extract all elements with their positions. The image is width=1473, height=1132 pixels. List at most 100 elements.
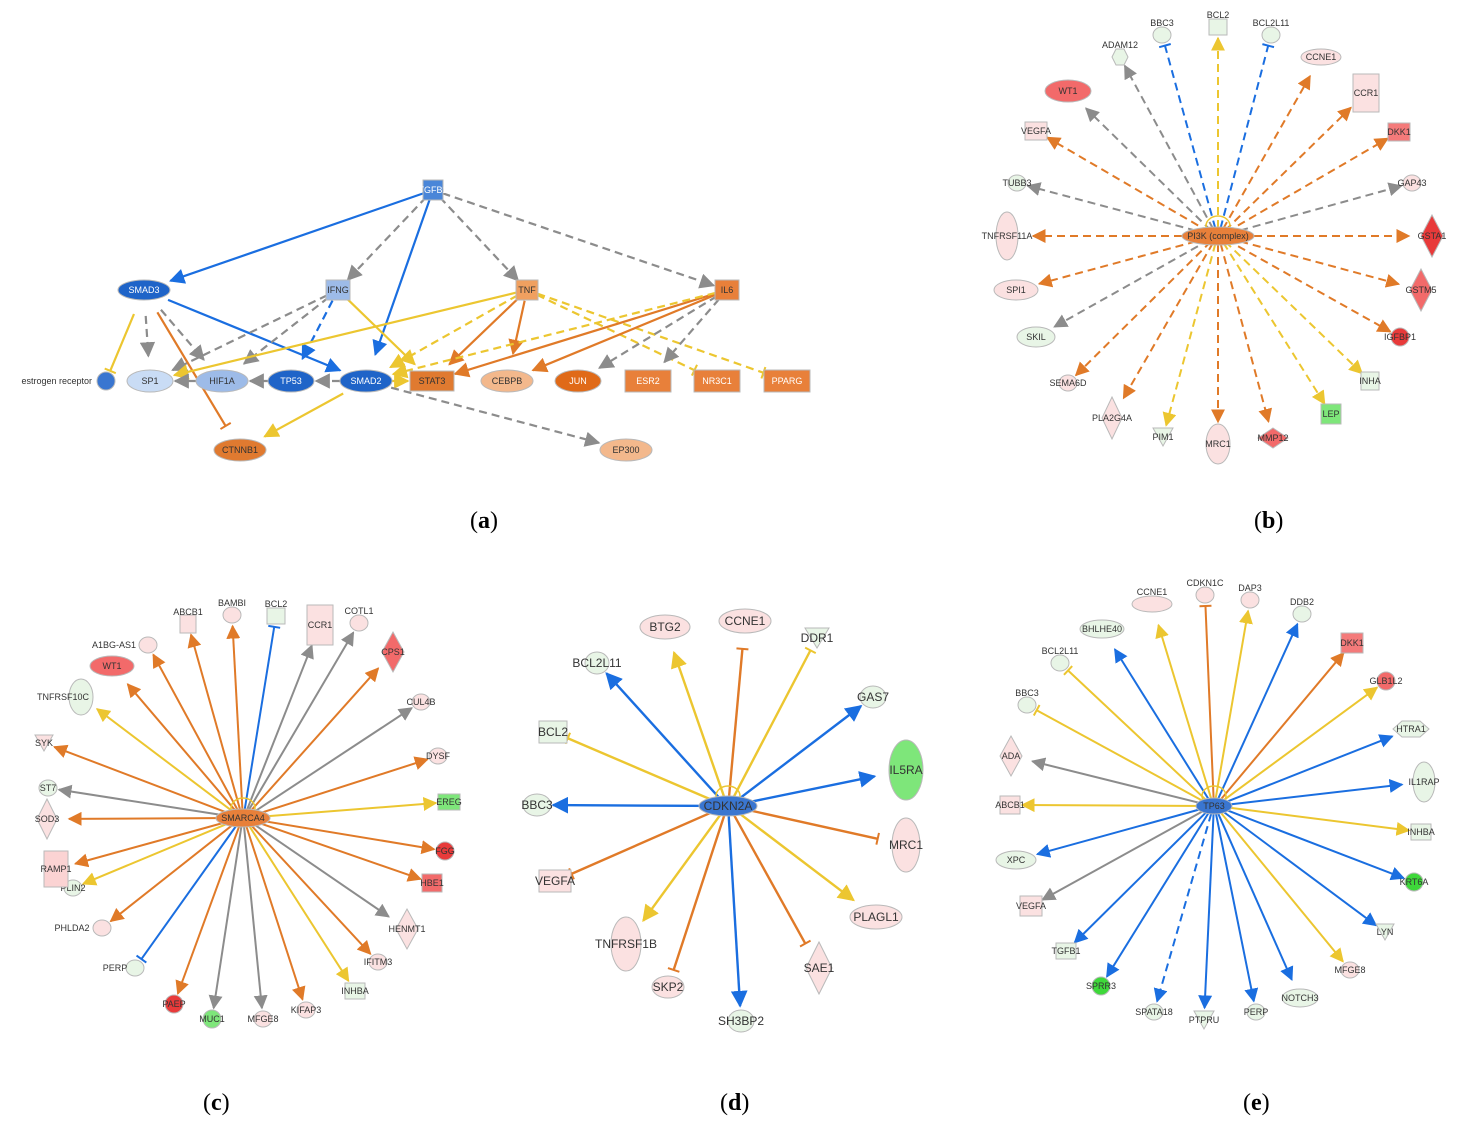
node-c-cotl1[interactable]: COTL1 (344, 606, 374, 632)
node-b-ccne1[interactable]: CCNE1 (1300, 48, 1342, 66)
node-b-tnfrsf11a[interactable]: TNFRSF11A (982, 211, 1033, 261)
node-b-gap43[interactable]: GAP43 (1397, 174, 1427, 192)
node-e-bcl2l11[interactable]: BCL2L11 (1042, 646, 1079, 672)
node-e-spata18[interactable]: SPATA18 (1135, 1003, 1173, 1021)
node-b-bcl2l11[interactable]: BCL2L11 (1253, 18, 1290, 44)
node-b-pim1[interactable]: PIM1 (1152, 427, 1174, 448)
node-d-bcl2l11[interactable]: BCL2L11 (572, 651, 622, 675)
node-e-ptpru[interactable]: PTPRU (1189, 1010, 1220, 1031)
node-a-pparg[interactable]: PPARG (763, 369, 811, 393)
node-c-ifitm3[interactable]: IFITM3 (364, 953, 393, 971)
node-e-krt6a[interactable]: KRT6A (1400, 872, 1429, 892)
node-c-cps1[interactable]: CPS1 (381, 630, 405, 674)
hub-b[interactable]: PI3K (complex) (1181, 226, 1255, 246)
node-e-vegfa[interactable]: VEGFA (1016, 895, 1046, 917)
node-a-nr3c1[interactable]: NR3C1 (693, 369, 741, 393)
hub-d[interactable]: CDKN2A (698, 795, 758, 817)
node-b-skil[interactable]: SKIL (1016, 326, 1056, 348)
node-d-ccne1[interactable]: CCNE1 (718, 608, 772, 634)
node-a-sp1[interactable]: SP1 (126, 369, 174, 393)
node-e-xpc[interactable]: XPC (995, 850, 1037, 870)
node-e-ccne1[interactable]: CCNE1 (1131, 587, 1173, 613)
node-b-vegfa[interactable]: VEGFA (1021, 121, 1051, 141)
node-a-stat3[interactable]: STAT3 (409, 370, 455, 392)
node-d-plagl1[interactable]: PLAGL1 (849, 904, 903, 930)
node-b-spi1[interactable]: SPI1 (993, 279, 1039, 301)
node-a-ifng[interactable]: IFNG (325, 279, 351, 301)
node-a-jun[interactable]: JUN (554, 369, 602, 393)
node-d-bcl2[interactable]: BCL2 (538, 720, 568, 744)
node-c-kifap3[interactable]: KIFAP3 (291, 1001, 322, 1019)
node-c-st7[interactable]: ST7 (38, 779, 58, 797)
node-a-smad3[interactable]: SMAD3 (117, 279, 171, 301)
node-c-wt1[interactable]: WT1 (89, 655, 135, 677)
node-d-bbc3[interactable]: BBC3 (521, 793, 553, 817)
node-a-cebpb[interactable]: CEBPB (480, 369, 534, 393)
node-a-esr2[interactable]: ESR2 (624, 369, 672, 393)
node-b-wt1[interactable]: WT1 (1044, 79, 1092, 103)
node-c-paep[interactable]: PAEP (162, 994, 186, 1014)
node-e-mfge8[interactable]: MFGE8 (1334, 961, 1366, 979)
node-c-ereg[interactable]: EREG (436, 793, 462, 811)
hub-e[interactable]: TP63 (1195, 797, 1233, 815)
node-c-ramp1[interactable]: RAMP1 (40, 850, 72, 888)
node-b-dkk1[interactable]: DKK1 (1387, 122, 1411, 142)
node-a-ep300[interactable]: EP300 (599, 438, 653, 462)
node-a-hif1a[interactable]: HIF1A (195, 369, 249, 393)
node-e-inhba[interactable]: INHBA (1407, 823, 1435, 841)
node-b-bbc3[interactable]: BBC3 (1150, 18, 1174, 44)
node-b-lep[interactable]: LEP (1320, 403, 1342, 425)
node-e-sprr3[interactable]: SPRR3 (1086, 976, 1116, 996)
node-c-hbe1[interactable]: HBE1 (420, 873, 444, 893)
node-e-il1rap[interactable]: IL1RAP (1408, 761, 1440, 803)
node-c-mfge8[interactable]: MFGE8 (247, 1010, 279, 1028)
node-e-ddb2[interactable]: DDB2 (1290, 597, 1314, 623)
node-c-dysf[interactable]: DYSF (426, 747, 451, 765)
node-b-inha[interactable]: INHA (1359, 371, 1381, 391)
node-b-bcl2[interactable]: BCL2 (1207, 10, 1230, 36)
node-b-ccr1[interactable]: CCR1 (1352, 73, 1380, 113)
node-b-gsta1[interactable]: GSTA1 (1418, 213, 1447, 259)
node-d-sh3bp2[interactable]: SH3BP2 (718, 1009, 764, 1033)
node-d-sae1[interactable]: SAE1 (804, 940, 835, 996)
node-e-notch3[interactable]: NOTCH3 (1281, 988, 1319, 1008)
node-d-vegfa[interactable]: VEGFA (535, 869, 575, 893)
node-c-henmt1[interactable]: HENMT1 (388, 907, 426, 951)
node-b-mrc1[interactable]: MRC1 (1205, 423, 1231, 465)
node-b-pla2g4a[interactable]: PLA2G4A (1092, 395, 1132, 441)
node-e-bhlhe40[interactable]: BHLHE40 (1079, 619, 1125, 639)
node-e-tgfb1[interactable]: TGFB1 (1051, 942, 1081, 960)
node-c-sod3[interactable]: SOD3 (35, 797, 60, 841)
node-d-il5ra[interactable]: IL5RA (888, 739, 924, 801)
node-c-cul4b[interactable]: CUL4B (406, 693, 436, 711)
node-e-htra1[interactable]: HTRA1 (1392, 720, 1430, 738)
node-b-mmp12[interactable]: MMP12 (1257, 427, 1289, 449)
node-d-gas7[interactable]: GAS7 (857, 685, 889, 709)
node-b-adam12[interactable]: ADAM12 (1102, 40, 1138, 66)
node-e-abcb1[interactable]: ABCB1 (995, 795, 1025, 815)
node-c-perp[interactable]: PERP (103, 959, 145, 977)
hub-c[interactable]: SMARCA4 (215, 808, 271, 828)
node-b-sema6d[interactable]: SEMA6D (1049, 374, 1087, 392)
node-a-tnf[interactable]: TNF (515, 279, 539, 301)
node-c-fgg[interactable]: FGG (435, 841, 455, 861)
node-c-a1bg-as1[interactable]: A1BG-AS1 (92, 636, 158, 654)
node-c-inhba[interactable]: INHBA (341, 982, 369, 1000)
node-a-ctnnb1[interactable]: CTNNB1 (213, 438, 267, 462)
node-e-dap3[interactable]: DAP3 (1238, 583, 1262, 609)
node-e-ada[interactable]: ADA (999, 734, 1023, 778)
node-e-lyn[interactable]: LYN (1375, 923, 1395, 942)
node-a-smad2[interactable]: SMAD2 (339, 369, 393, 393)
node-d-tnfrsf1b[interactable]: TNFRSF1B (595, 916, 657, 972)
node-c-bcl2[interactable]: BCL2 (265, 599, 288, 625)
node-c-ccr1[interactable]: CCR1 (306, 604, 334, 646)
node-c-syk[interactable]: SYK (34, 734, 54, 753)
node-a-er[interactable]: estrogen receptor (21, 371, 116, 391)
node-d-skp2[interactable]: SKP2 (651, 975, 685, 999)
node-e-cdkn1c[interactable]: CDKN1C (1186, 578, 1224, 604)
node-b-igfbp1[interactable]: IGFBP1 (1384, 327, 1416, 347)
node-c-tnfrsf10c[interactable]: TNFRSF10C (37, 678, 94, 716)
node-e-bbc3[interactable]: BBC3 (1015, 688, 1039, 714)
node-d-btg2[interactable]: BTG2 (639, 614, 691, 640)
node-c-bambi[interactable]: BAMBI (218, 598, 246, 624)
